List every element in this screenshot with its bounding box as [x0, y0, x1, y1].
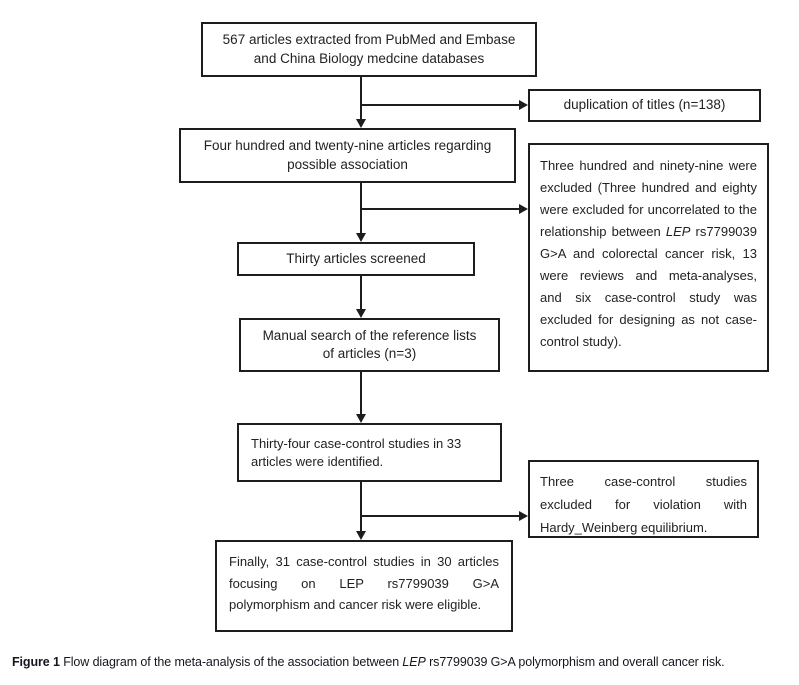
figure-caption-text-before: Flow diagram of the meta-analysis of the…	[59, 655, 403, 669]
box-studies-identified-text: Thirty-four case-control studies in 33 a…	[251, 435, 462, 469]
connector-manual-to-identified-line	[360, 372, 362, 414]
excluded-detail-text-before: Three hundred and ninety-nine were exclu…	[540, 158, 757, 239]
box-articles-screened-text: Thirty articles screened	[286, 250, 426, 266]
figure-caption-gene: LEP	[402, 655, 426, 669]
box-duplication-of-titles: duplication of titles (n=138)	[528, 89, 761, 122]
box-studies-identified: Thirty-four case-control studies in 33 a…	[237, 423, 502, 482]
arrowhead-down-regarding-icon	[356, 119, 366, 128]
box-final-eligible-text: Finally, 31 case-control studies in 30 a…	[229, 554, 499, 612]
connector-identified-to-final-line	[360, 482, 362, 531]
arrowhead-down-manual-icon	[356, 309, 366, 318]
connector-screened-to-manual-line	[360, 276, 362, 309]
box-manual-search-text: Manual search of the reference lists of …	[262, 327, 477, 361]
box-excluded-detail-text: Three hundred and ninety-nine were exclu…	[540, 155, 757, 353]
box-final-eligible: Finally, 31 case-control studies in 30 a…	[215, 540, 513, 632]
box-articles-extracted-text: 567 articles extracted from PubMed and E…	[222, 32, 516, 66]
connector-to-excluded-detail-line	[360, 208, 519, 210]
arrowhead-right-excluded-detail-icon	[519, 204, 528, 214]
arrowhead-right-duplication-icon	[519, 100, 528, 110]
connector-to-duplication-line	[360, 104, 519, 106]
box-excluded-detail: Three hundred and ninety-nine were exclu…	[528, 143, 769, 372]
arrowhead-down-final-icon	[356, 531, 366, 540]
box-articles-screened: Thirty articles screened	[237, 242, 475, 276]
excluded-detail-gene: LEP	[665, 224, 691, 239]
box-articles-extracted: 567 articles extracted from PubMed and E…	[201, 22, 537, 77]
connector-to-hwe-excluded-line	[360, 515, 519, 517]
arrowhead-down-identified-icon	[356, 414, 366, 423]
figure-caption: Figure 1 Flow diagram of the meta-analys…	[12, 655, 790, 671]
box-duplication-of-titles-text: duplication of titles (n=138)	[563, 97, 726, 113]
box-manual-search: Manual search of the reference lists of …	[239, 318, 500, 372]
excluded-detail-text-after: rs7799039 G>A and colorectal cancer risk…	[540, 224, 757, 349]
arrowhead-right-hwe-excluded-icon	[519, 511, 528, 521]
arrowhead-down-screened-icon	[356, 233, 366, 242]
figure-caption-label: Figure 1	[12, 655, 60, 669]
box-hwe-excluded: Three case-control studies excluded for …	[528, 460, 759, 538]
box-hwe-excluded-text: Three case-control studies excluded for …	[540, 474, 747, 535]
box-articles-regarding-text: Four hundred and twenty-nine articles re…	[203, 138, 492, 172]
figure-caption-text-after: rs7799039 G>A polymorphism and overall c…	[425, 655, 725, 669]
connector-extracted-to-regarding-line	[360, 77, 362, 120]
box-articles-regarding: Four hundred and twenty-nine articles re…	[179, 128, 516, 183]
